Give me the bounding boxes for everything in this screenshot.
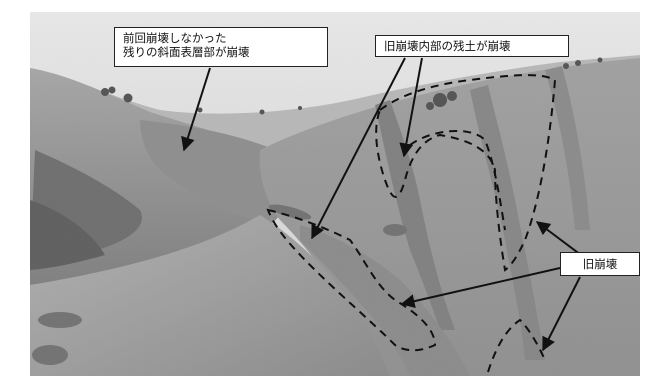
outline-old-collapse-lower bbox=[266, 208, 437, 352]
callout-previous-line2: 残りの斜面表層部が崩壊 bbox=[123, 45, 250, 59]
callout-previous-collapse: 前回崩壊しなかった 残りの斜面表層部が崩壊 bbox=[114, 27, 328, 67]
callout-inner-text: 旧崩壊内部の残土が崩壊 bbox=[384, 39, 511, 53]
callout-old-text: 旧崩壊 bbox=[582, 257, 618, 271]
arrow-old-to-bottom bbox=[542, 276, 581, 352]
arrow-inner-to-scar bbox=[311, 57, 406, 240]
outline-lower-right bbox=[487, 318, 546, 373]
arrow-old-to-lower bbox=[400, 267, 561, 309]
arrow-previous-collapse bbox=[181, 67, 211, 152]
outline-old-collapse-upper bbox=[375, 74, 557, 272]
outline-inner-residual bbox=[409, 129, 506, 231]
arrow-inner-to-upper bbox=[399, 57, 423, 158]
callout-previous-line1: 前回崩壊しなかった bbox=[123, 31, 227, 45]
callout-arrows bbox=[181, 57, 586, 352]
callout-inner-residual: 旧崩壊内部の残土が崩壊 bbox=[375, 35, 569, 57]
callout-old-collapse: 旧崩壊 bbox=[560, 252, 640, 276]
collapse-outlines bbox=[266, 74, 557, 373]
